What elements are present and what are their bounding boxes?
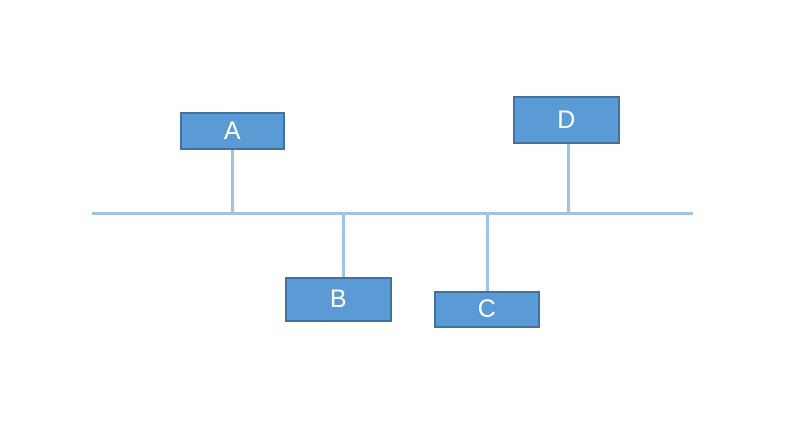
timeline-axis (92, 212, 693, 215)
connector-line-c (486, 213, 489, 292)
event-box-d[interactable]: D (513, 96, 620, 144)
connector-line-a (231, 149, 234, 214)
event-label-a: A (223, 116, 242, 145)
event-label-c: C (477, 295, 497, 323)
connector-line-d (567, 143, 570, 214)
event-box-c[interactable]: C (434, 291, 540, 328)
connector-line-b (342, 213, 345, 278)
event-label-b: B (329, 285, 348, 313)
event-label-d: D (557, 105, 576, 134)
event-box-b[interactable]: B (285, 277, 392, 322)
event-box-a[interactable]: A (180, 112, 285, 150)
